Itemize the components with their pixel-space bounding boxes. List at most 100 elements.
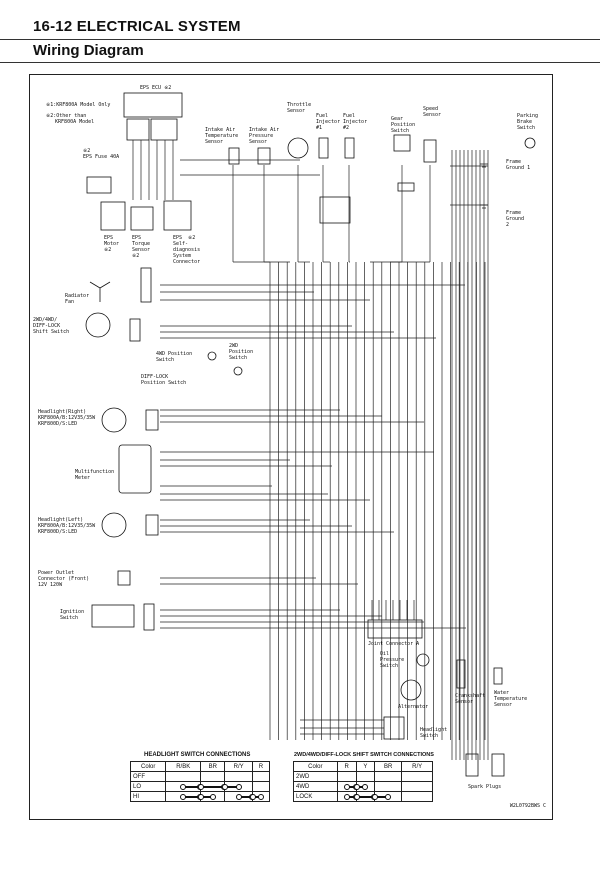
- shift-table-cell: [355, 771, 376, 782]
- shift-table-cell: [353, 781, 376, 792]
- shift-table-title: 2WD/4WD/DIFF-LOCK SHIFT SWITCH CONNECTIO…: [294, 752, 434, 758]
- eps-fuse: [86, 176, 112, 194]
- shift-table-col-3: BR: [374, 761, 403, 772]
- main-joint: [319, 196, 351, 224]
- section-title: 16-12 ELECTRICAL SYSTEM: [33, 18, 241, 35]
- connection-bar: [372, 794, 392, 800]
- subtitle-rule: [0, 62, 600, 63]
- table-row: 4WD: [293, 781, 433, 792]
- headlight-left-label: Headlight(Left) KRF800A/B:12V35/35W KRF8…: [38, 517, 96, 535]
- diff-lock-position-label: DIFF-LOCK Position Switch: [141, 374, 187, 386]
- shift-table-row-label: 2WD: [293, 771, 338, 782]
- water-temp-label: Water Temperature Sensor: [494, 690, 528, 708]
- power-outlet-label: Power Outlet Connector (Front) 12V 120W: [38, 570, 90, 588]
- alternator-body: [400, 679, 422, 701]
- eps-motor-label: EPS Motor ※2: [104, 235, 120, 253]
- ignition-switch-body: [91, 604, 135, 628]
- shift-table-cell: [374, 781, 403, 792]
- shift-table-col-0: Color: [293, 761, 338, 772]
- speed-sensor-label: Speed Sensor: [423, 106, 442, 118]
- headlight-table-col-2: BR: [200, 761, 226, 772]
- headlight-table-cell: [165, 791, 204, 802]
- shift-table-cell: [401, 781, 433, 792]
- connection-bar: [249, 794, 264, 800]
- table-row: LO: [129, 781, 271, 792]
- shift-table-cell: [401, 791, 433, 802]
- headlight-table-cell: [198, 791, 226, 802]
- injector-1-label: Fuel Injector #1: [316, 113, 341, 131]
- parking-brake-label: Parking Brake Switch: [517, 113, 539, 131]
- figure-code: W2L0792BWS C: [509, 803, 546, 809]
- headlight-switch-body: [383, 716, 405, 740]
- joint-connector-label: Joint Connector A: [368, 641, 420, 647]
- shift-table-row-label: 4WD: [293, 781, 338, 792]
- eps-torque-label: EPS Torque Sensor ※2: [132, 235, 151, 259]
- connection-bar: [198, 794, 216, 800]
- headlight-table-cell: [165, 781, 204, 792]
- headlight-table-col-3: R/Y: [224, 761, 253, 772]
- 2wd-position-label: 2WD Position Switch: [229, 343, 254, 361]
- shift-table-cell: [336, 771, 357, 782]
- shift-table-cell: [374, 771, 403, 782]
- headlight-table-cell: [251, 781, 271, 792]
- eps-fuse-label: ※2 EPS Fuse 40A: [83, 148, 120, 160]
- eps-ecu-connector: [123, 92, 183, 118]
- throttle-label: Throttle Sensor: [287, 102, 312, 114]
- table-row: LOCK: [293, 791, 433, 802]
- connection-bar: [353, 784, 369, 790]
- headlight-table-cell: [224, 791, 256, 802]
- headlight-switch-label: Headlight Switch: [420, 727, 448, 739]
- headlight-table-col-0: Color: [129, 761, 167, 772]
- gear-position-label: Gear Position Switch: [391, 116, 416, 134]
- spark-plugs-label: Spark Plugs: [468, 784, 502, 790]
- table-row: 2WD: [293, 771, 433, 782]
- shift-table-cell: [401, 771, 433, 782]
- shift-table-col-1: R: [336, 761, 357, 772]
- radiator-fan-label: Radiator Fan: [65, 293, 90, 305]
- 4wd-position-label: 4WD Position Switch: [156, 351, 193, 363]
- eps-ecu-plug-a: [126, 118, 150, 141]
- headlight-table-row-label: OFF: [129, 771, 167, 782]
- frame-ground-1-label: Frame Ground 1: [506, 159, 531, 171]
- headlight-table-cell: [224, 771, 253, 782]
- intake-temp-label: Intake Air Temperature Sensor: [205, 127, 239, 145]
- shift-table-cell: [372, 791, 403, 802]
- shift-switch-body: [85, 312, 111, 338]
- alternator-label: Alternator: [398, 704, 429, 710]
- crankshaft-label: Crankshaft Sensor: [455, 693, 486, 705]
- title-rule: [0, 39, 600, 40]
- table-row: OFF: [129, 771, 271, 782]
- throttle-sensor: [287, 137, 309, 159]
- intake-pressure-label: Intake Air Pressure Sensor: [249, 127, 280, 145]
- headlight-table-cell: [251, 771, 271, 782]
- eps-diagnosis-label: EPS ※2 Self- diagnosis System Connector: [173, 235, 201, 265]
- note-model-1: ※1:KRF800A Model Only: [46, 102, 111, 108]
- ignition-switch-label: Ignition Switch: [60, 609, 85, 621]
- eps-ecu-plug-b: [150, 118, 178, 141]
- headlight-table-cell: [222, 781, 253, 792]
- table-row: HI: [129, 791, 271, 802]
- joint-connector-a: [367, 619, 423, 639]
- meter-label: Multifunction Meter: [75, 469, 115, 481]
- injector-2-label: Fuel Injector #2: [343, 113, 368, 131]
- headlight-table-cell: [165, 771, 202, 782]
- headlight-table-cell: [200, 771, 226, 782]
- page-subtitle: Wiring Diagram: [33, 42, 144, 59]
- frame-ground-2-label: Frame Ground 2: [506, 210, 525, 228]
- shift-table-col-4: R/Y: [401, 761, 433, 772]
- headlight-table-cell: [249, 791, 271, 802]
- eps-ecu-label: EPS ECU ※2: [140, 85, 172, 91]
- headlight-right-label: Headlight(Right) KRF800A/B:12V35/35W KRF…: [38, 409, 96, 427]
- headlight-table-col-4: R: [251, 761, 271, 772]
- meter-body: [118, 444, 152, 494]
- oil-pressure-label: Oil Pressure Switch: [380, 651, 405, 669]
- headlight-table-title: HEADLIGHT SWITCH CONNECTIONS: [144, 752, 251, 758]
- headlight-table-col-1: R/BK: [165, 761, 202, 772]
- headlight-table-row-label: HI: [129, 791, 167, 802]
- diagram-frame: [29, 74, 553, 820]
- headlight-table-cell: [198, 781, 228, 792]
- note-model-2: ※2:Other than KRF800A Model: [46, 113, 95, 125]
